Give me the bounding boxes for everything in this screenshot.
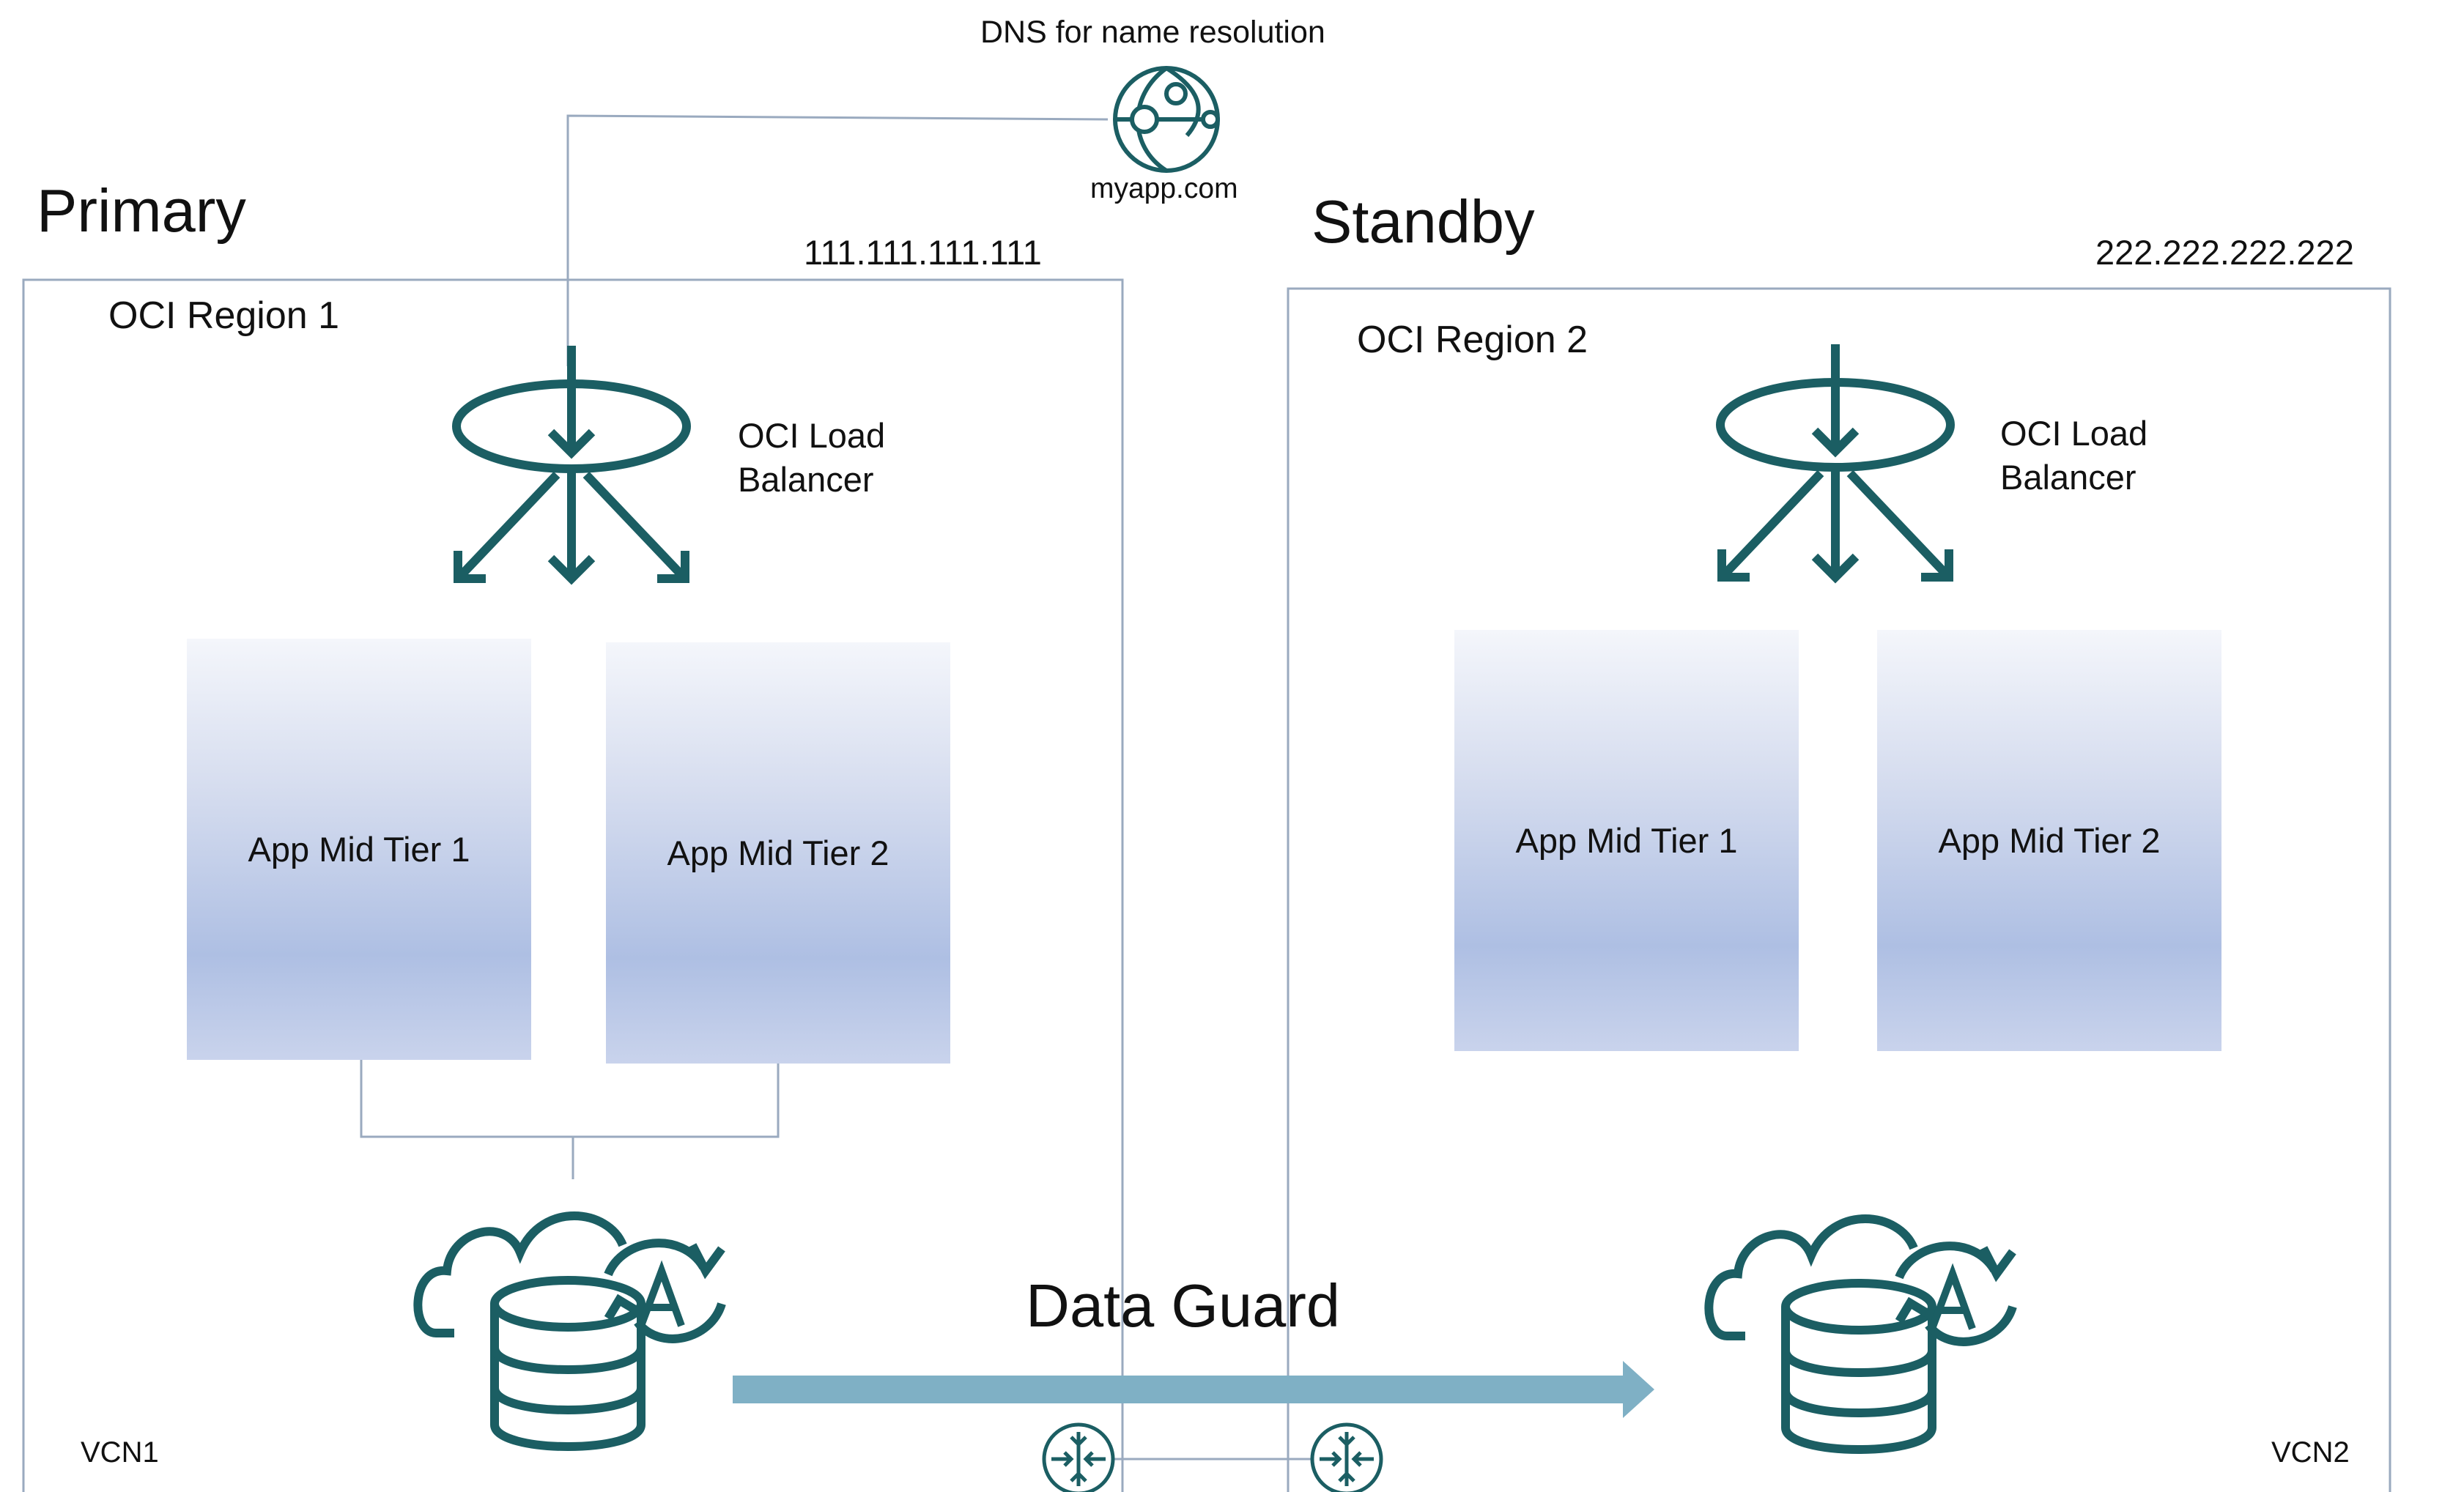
primary-ip-address: 111.111.111.111 xyxy=(804,233,1042,272)
tier-db-connector xyxy=(360,1060,780,1138)
load-balancer-label-line1: OCI Load xyxy=(738,416,886,455)
region-2-box xyxy=(1287,287,2391,1492)
app-mid-tier-2: App Mid Tier 2 xyxy=(606,642,950,1064)
load-balancer-label-line2: Balancer xyxy=(738,460,874,499)
dns-globe-icon xyxy=(1113,66,1220,173)
load-balancer-icon xyxy=(452,346,691,585)
standby-ip-address: 222.222.222.222 xyxy=(2095,233,2354,272)
vcn-2-label: VCN2 xyxy=(2271,1436,2350,1469)
app-mid-tier-label: App Mid Tier 2 xyxy=(1938,821,2161,860)
autonomous-database-icon xyxy=(1704,1214,2017,1454)
app-mid-tier-label: App Mid Tier 1 xyxy=(1515,821,1738,860)
dns-connector-line xyxy=(566,114,1109,366)
data-guard-arrow xyxy=(733,1361,1654,1418)
primary-site-label: Primary xyxy=(37,177,246,245)
region-1-box xyxy=(22,278,1124,1492)
app-mid-tier-label: App Mid Tier 1 xyxy=(248,830,470,869)
dns-title: DNS for name resolution xyxy=(980,15,1325,50)
load-balancer-label-line1: OCI Load xyxy=(2000,414,2148,453)
app-mid-tier-1: App Mid Tier 1 xyxy=(187,639,531,1060)
dns-domain: myapp.com xyxy=(1090,173,1238,204)
app-mid-tier-2: App Mid Tier 2 xyxy=(1877,630,2221,1051)
load-balancer-label-line2: Balancer xyxy=(2000,458,2136,497)
region-2-label: OCI Region 2 xyxy=(1357,319,1588,361)
load-balancer-icon xyxy=(1716,344,1955,584)
app-mid-tier-1: App Mid Tier 1 xyxy=(1454,630,1799,1051)
autonomous-database-icon xyxy=(413,1211,726,1451)
region-1-label: OCI Region 1 xyxy=(108,294,340,337)
load-balancer-label: OCI Load Balancer xyxy=(738,414,885,502)
load-balancer-label: OCI Load Balancer xyxy=(2000,412,2147,500)
data-guard-label: Data Guard xyxy=(1026,1272,1341,1340)
app-mid-tier-label: App Mid Tier 2 xyxy=(667,834,889,872)
vcn-1-label: VCN1 xyxy=(81,1436,159,1469)
gateway-router-icon xyxy=(1042,1422,1115,1492)
gateway-router-icon xyxy=(1310,1422,1383,1492)
standby-site-label: Standby xyxy=(1311,188,1535,256)
